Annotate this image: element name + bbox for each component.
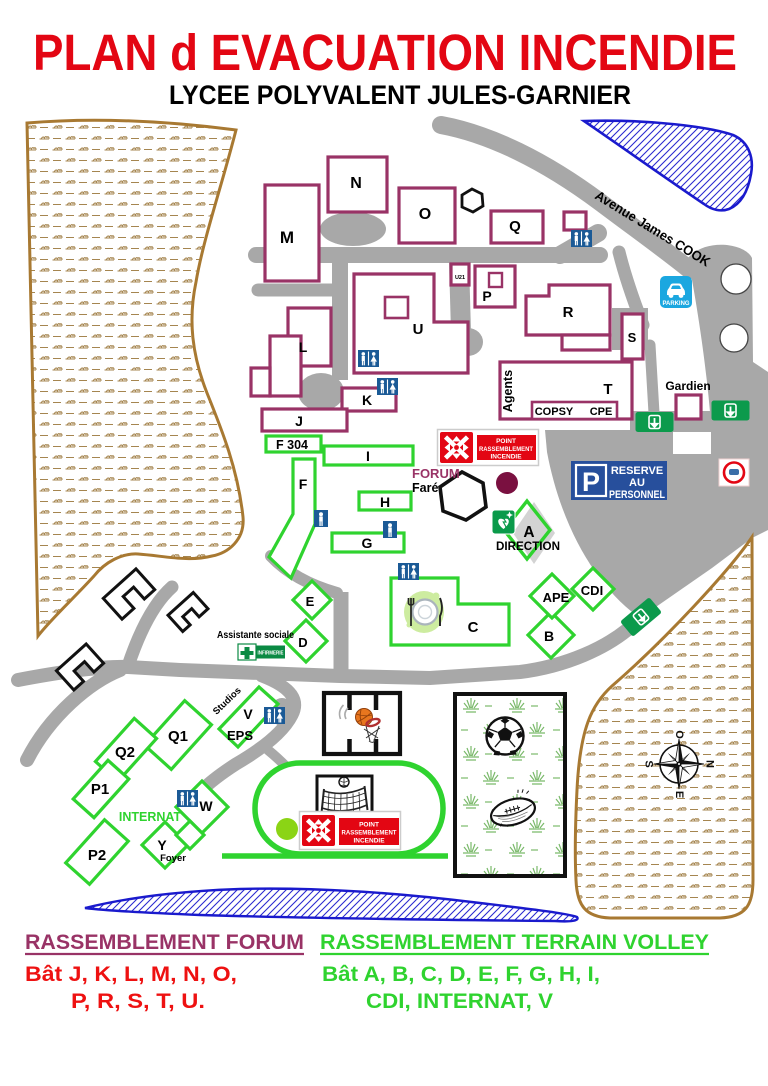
svg-text:W: W [199,798,213,814]
svg-text:RESERVE: RESERVE [611,465,663,477]
svg-text:Faré: Faré [412,481,438,495]
svg-text:INCENDIE: INCENDIE [353,838,385,845]
svg-text:F 304: F 304 [276,438,308,452]
svg-text:O: O [673,730,685,739]
svg-text:POINT: POINT [359,822,379,829]
svg-text:G: G [362,535,373,551]
svg-text:F: F [299,476,308,492]
svg-text:RASSEMBLEMENT FORUM: RASSEMBLEMENT FORUM [25,931,304,954]
svg-text:P2: P2 [88,847,106,864]
svg-text:E: E [306,594,315,609]
svg-text:I: I [366,448,370,464]
svg-text:Q: Q [509,218,521,235]
svg-text:INTERNAT: INTERNAT [119,810,182,824]
svg-text:D: D [298,635,307,650]
svg-text:H: H [380,494,390,510]
svg-text:POINT: POINT [496,438,516,445]
svg-text:V: V [243,706,253,722]
svg-text:L: L [299,339,308,355]
svg-text:U: U [413,321,424,338]
svg-text:PERSONNEL: PERSONNEL [609,489,665,501]
svg-text:E: E [673,791,685,798]
svg-text:P: P [582,467,600,497]
svg-text:CDI: CDI [581,583,603,598]
svg-text:N: N [704,760,716,768]
svg-text:M: M [280,228,294,247]
svg-text:LYCEE POLYVALENT JULES-GARNIER: LYCEE POLYVALENT JULES-GARNIER [169,80,631,110]
svg-text:PLAN d EVACUATION INCENDIE: PLAN d EVACUATION INCENDIE [33,24,737,81]
svg-text:C: C [468,619,479,636]
svg-text:INFIRMERIE: INFIRMERIE [258,651,285,657]
svg-text:Foyer: Foyer [160,853,186,864]
svg-text:P: P [482,288,491,304]
svg-text:S: S [628,330,637,345]
svg-text:Y: Y [157,837,167,853]
svg-text:INCENDIE: INCENDIE [490,454,522,461]
svg-text:P1: P1 [91,781,109,798]
svg-text:FORUM: FORUM [412,466,460,481]
svg-text:O: O [419,206,431,223]
svg-text:COPSY: COPSY [535,406,574,418]
svg-text:J: J [295,413,303,429]
svg-text:Bât A, B, C, D, E, F, G, H, I,: Bât A, B, C, D, E, F, G, H, I, [322,963,600,986]
svg-text:AU: AU [629,477,645,489]
svg-text:RASSEMBLEMENT TERRAIN VOLLEY: RASSEMBLEMENT TERRAIN VOLLEY [320,931,709,954]
svg-text:APE: APE [543,590,570,605]
svg-text:CPE: CPE [590,406,613,418]
svg-text:A: A [523,524,534,541]
svg-text:PARKING: PARKING [663,301,690,307]
svg-text:DIRECTION: DIRECTION [496,541,560,553]
svg-text:CDI, INTERNAT, V: CDI, INTERNAT, V [366,990,553,1013]
svg-text:P, R, S, T, U.: P, R, S, T, U. [71,990,205,1013]
svg-text:U21: U21 [455,275,465,281]
svg-text:B: B [544,628,554,644]
svg-text:Gardien: Gardien [665,379,710,393]
svg-text:S: S [643,760,655,767]
svg-text:R: R [563,304,574,321]
svg-text:Bât J, K, L, M, N, O,: Bât J, K, L, M, N, O, [25,963,237,986]
svg-text:Agents: Agents [501,370,515,412]
svg-text:Q2: Q2 [115,744,135,761]
svg-text:Q1: Q1 [168,728,188,745]
svg-text:T: T [603,381,612,398]
svg-text:RASSEMBLEMENT: RASSEMBLEMENT [342,830,397,837]
svg-text:K: K [362,392,372,408]
svg-text:RASSEMBLEMENT: RASSEMBLEMENT [479,446,533,453]
svg-text:Assistante sociale: Assistante sociale [217,629,294,641]
svg-text:EPS: EPS [227,728,253,743]
svg-text:N: N [350,175,362,192]
